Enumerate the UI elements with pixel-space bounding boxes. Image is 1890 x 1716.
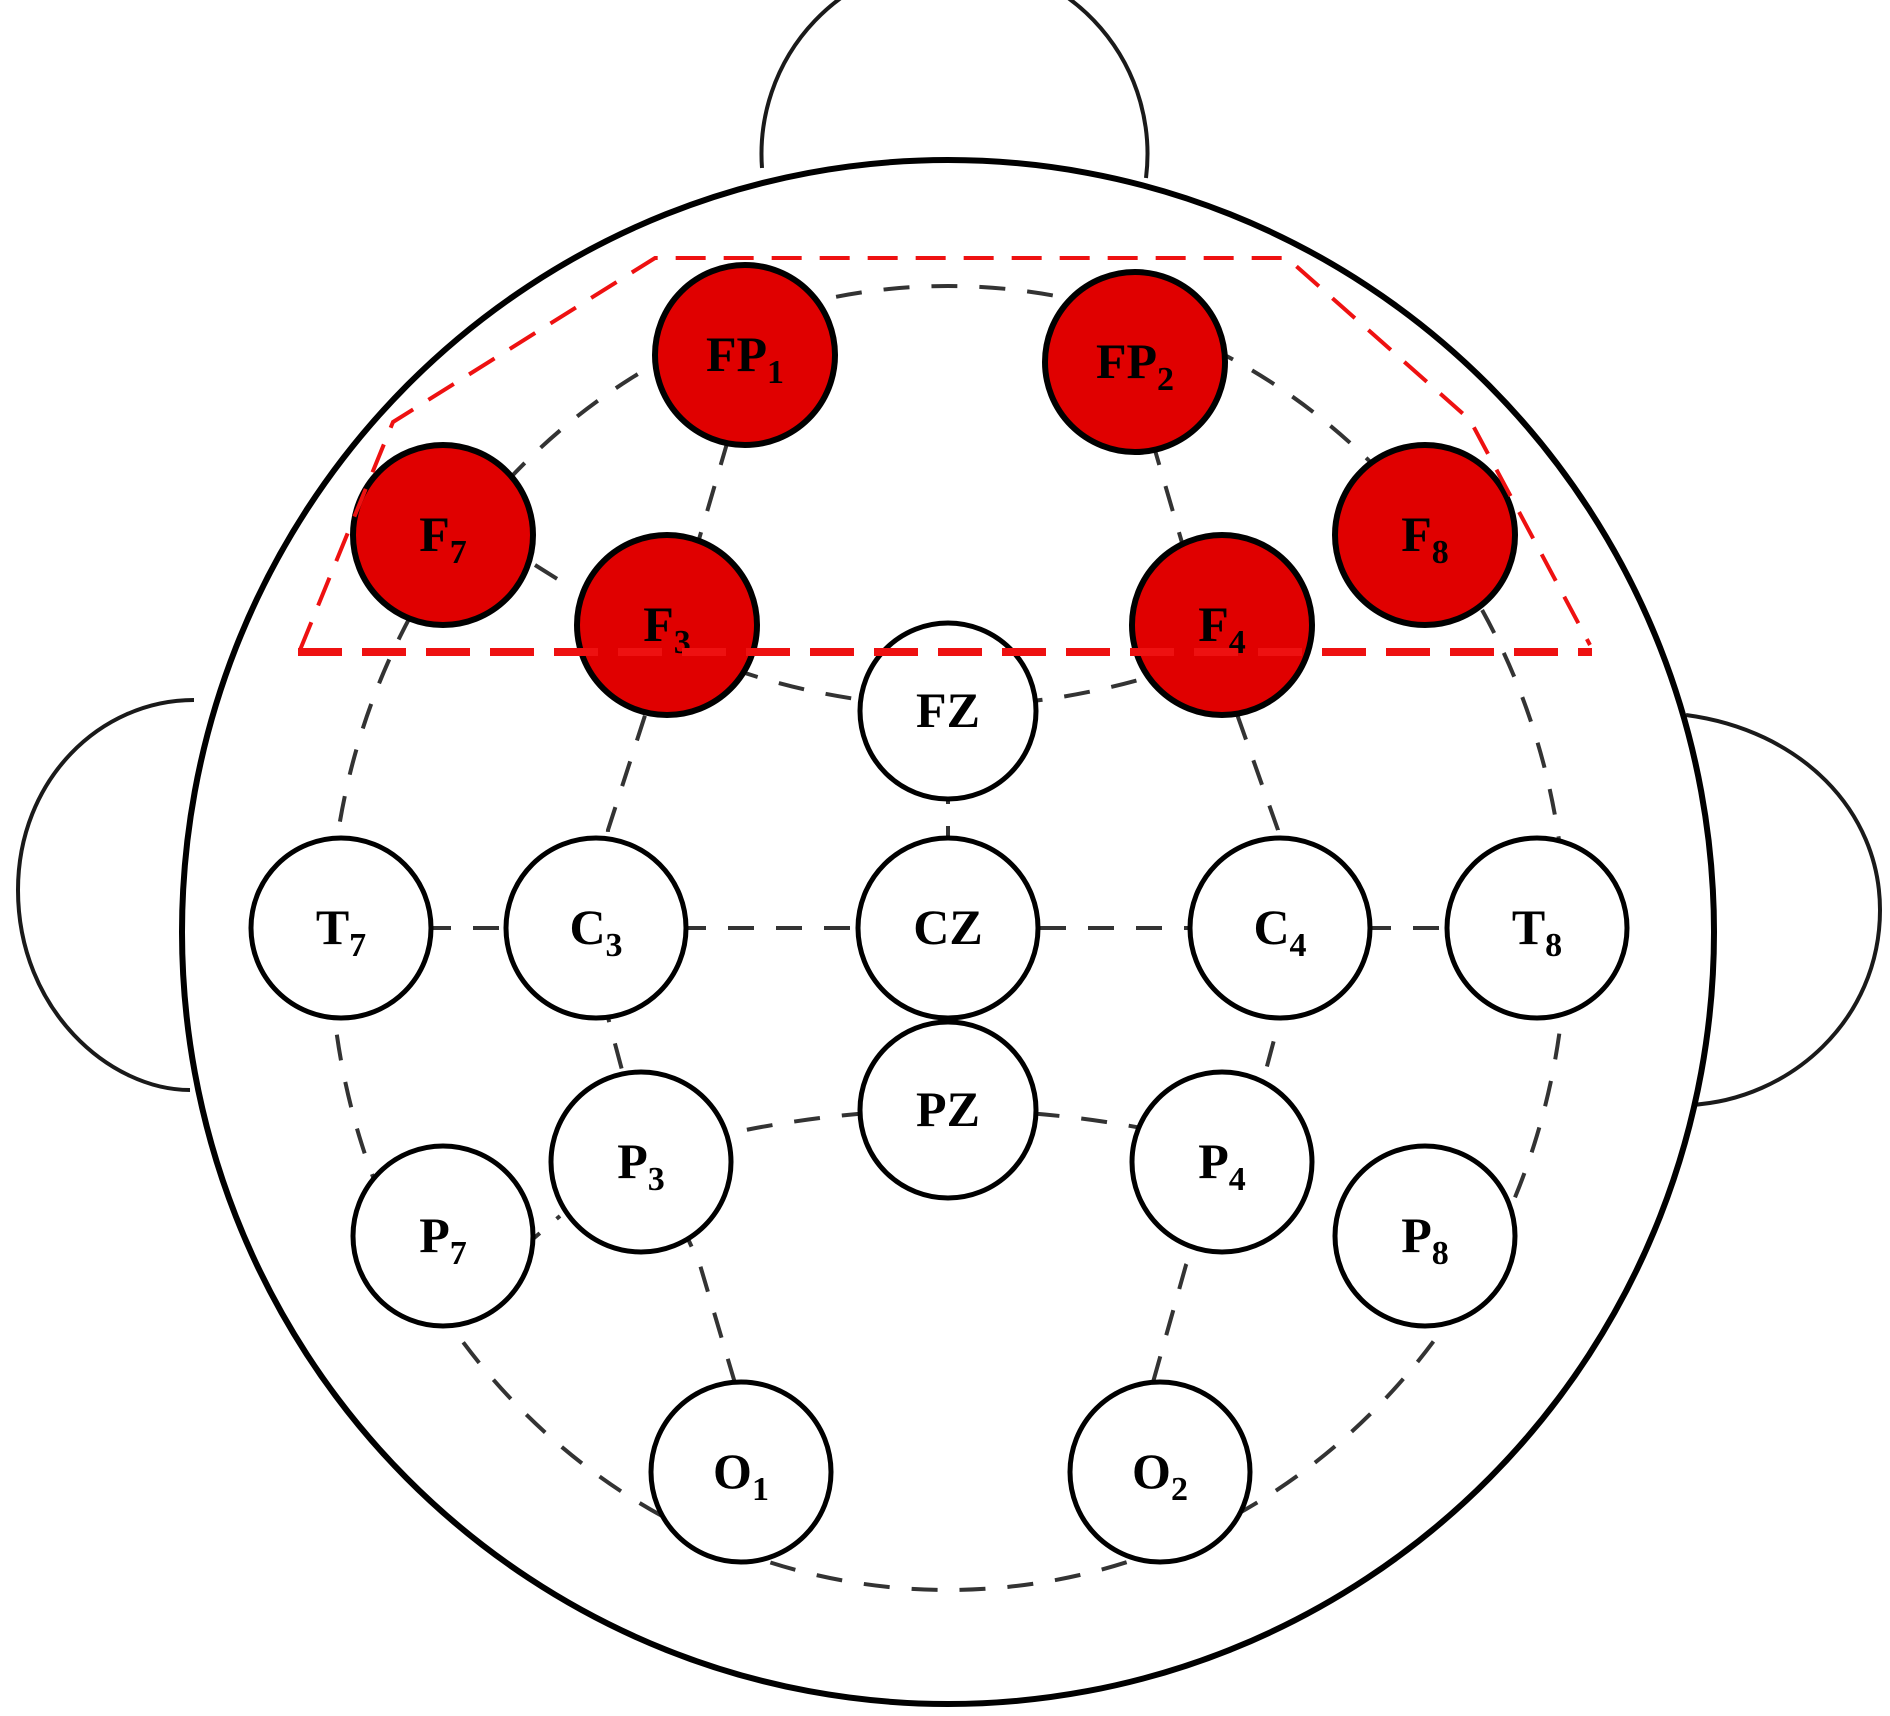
- electrode-circle: [248, 835, 434, 1021]
- electrode-subscript: 1: [767, 354, 784, 391]
- frontal-region-outline: [298, 256, 1592, 656]
- electrode-c4: C4: [1187, 835, 1373, 1021]
- electrode-subscript: 3: [648, 1161, 665, 1198]
- electrode-t8: T8: [1444, 835, 1630, 1021]
- electrode-letters: F: [1401, 506, 1432, 562]
- electrode-letters: P: [1401, 1207, 1432, 1263]
- electrode-circle: [1444, 835, 1630, 1021]
- electrode-circle: [1332, 442, 1518, 628]
- electrode-label: P3: [617, 1133, 665, 1198]
- electrode-circle: [350, 442, 536, 628]
- frontal-region-boundary: [298, 256, 1592, 651]
- electrode-label: C4: [1253, 899, 1306, 964]
- electrode-circle: [1042, 269, 1228, 455]
- electrode-letters: FP: [706, 326, 767, 382]
- electrode-circle: [1187, 835, 1373, 1021]
- electrode-p8: P8: [1332, 1143, 1518, 1329]
- electrode-pz: PZ: [857, 1019, 1039, 1201]
- electrode-f4: F4: [1129, 532, 1315, 718]
- electrode-circle: [350, 1143, 536, 1329]
- electrode-label: F7: [419, 506, 467, 571]
- f7-f3-connector: [533, 563, 577, 592]
- electrode-letters: P: [1198, 1133, 1229, 1189]
- electrode-p7: P7: [350, 1143, 536, 1329]
- electrode-letters: FP: [1096, 333, 1157, 389]
- electrode-label: P4: [1198, 1133, 1246, 1198]
- electrode-circle: [648, 1379, 834, 1565]
- electrode-label: FZ: [916, 682, 980, 738]
- electrode-p3: P3: [548, 1069, 734, 1255]
- electrode-subscript: 3: [606, 927, 623, 964]
- electrode-label: O2: [1132, 1443, 1188, 1508]
- electrode-subscript: 4: [1229, 1161, 1246, 1198]
- electrode-subscript: 8: [1432, 1235, 1449, 1272]
- electrode-label: F8: [1401, 506, 1449, 571]
- electrode-label: P7: [419, 1207, 467, 1272]
- electrode-letters: CZ: [913, 899, 982, 955]
- electrode-letters: F: [643, 596, 674, 652]
- electrode-label: FP1: [706, 326, 784, 391]
- electrode-fp1: FP1: [652, 262, 838, 448]
- electrode-c3: C3: [503, 835, 689, 1021]
- electrode-subscript: 8: [1545, 927, 1562, 964]
- electrode-subscript: 2: [1171, 1471, 1188, 1508]
- electrode-circle: [857, 1019, 1039, 1201]
- electrode-subscript: 7: [450, 1235, 467, 1272]
- electrode-letters: C: [569, 899, 605, 955]
- electrode-subscript: 2: [1157, 361, 1174, 398]
- electrode-letters: T: [1512, 899, 1545, 955]
- electrode-fz: FZ: [857, 620, 1039, 802]
- electrode-o1: O1: [648, 1379, 834, 1565]
- electrode-circle: [855, 835, 1041, 1021]
- electrode-letters: O: [713, 1443, 752, 1499]
- electrode-label: T8: [1512, 899, 1562, 964]
- electrode-fp2: FP2: [1042, 269, 1228, 455]
- electrode-subscript: 1: [752, 1471, 769, 1508]
- electrode-f8: F8: [1332, 442, 1518, 628]
- electrode-label: PZ: [916, 1081, 980, 1137]
- electrode-o2: O2: [1067, 1379, 1253, 1565]
- electrode-label: F3: [643, 596, 691, 661]
- electrode-p4: P4: [1129, 1069, 1315, 1255]
- electrode-subscript: 7: [349, 927, 366, 964]
- electrode-label: P8: [1401, 1207, 1449, 1272]
- nose-shape: [759, 0, 1150, 179]
- electrode-f7: F7: [350, 442, 536, 628]
- electrode-label: F4: [1198, 596, 1246, 661]
- electrode-cz: CZ: [855, 835, 1041, 1021]
- electrode-circle: [1067, 1379, 1253, 1565]
- electrode-label: O1: [713, 1443, 769, 1508]
- electrode-label: T7: [316, 899, 366, 964]
- electrode-circle: [652, 262, 838, 448]
- right-ear-shape: [1685, 713, 1883, 1107]
- electrode-letters: F: [1198, 596, 1229, 652]
- electrode-label: FP2: [1096, 333, 1174, 398]
- electrode-circle: [503, 835, 689, 1021]
- electrode-subscript: 4: [1290, 927, 1307, 964]
- electrode-subscript: 7: [450, 534, 467, 571]
- electrode-letters: P: [617, 1133, 648, 1189]
- electrode-circle: [857, 620, 1039, 802]
- electrode-letters: P: [419, 1207, 450, 1263]
- electrode-label: CZ: [913, 899, 982, 955]
- electrode-subscript: 8: [1432, 534, 1449, 571]
- electrode-circle: [574, 532, 760, 718]
- electrode-t7: T7: [248, 835, 434, 1021]
- electrode-letters: C: [1253, 899, 1289, 955]
- electrode-f3: F3: [574, 532, 760, 718]
- electrode-letters: O: [1132, 1443, 1171, 1499]
- electrode-label: C3: [569, 899, 622, 964]
- head-features: [15, 0, 1883, 1107]
- electrode-letters: F: [419, 506, 450, 562]
- electrode-letters: PZ: [916, 1081, 980, 1137]
- electrode-letters: FZ: [916, 682, 980, 738]
- left-ear-shape: [15, 698, 195, 1092]
- electrode-letters: T: [316, 899, 349, 955]
- electrode-circle: [1129, 1069, 1315, 1255]
- electrode-circle: [1332, 1143, 1518, 1329]
- electrode-circle: [548, 1069, 734, 1255]
- electrode-circle: [1129, 532, 1315, 718]
